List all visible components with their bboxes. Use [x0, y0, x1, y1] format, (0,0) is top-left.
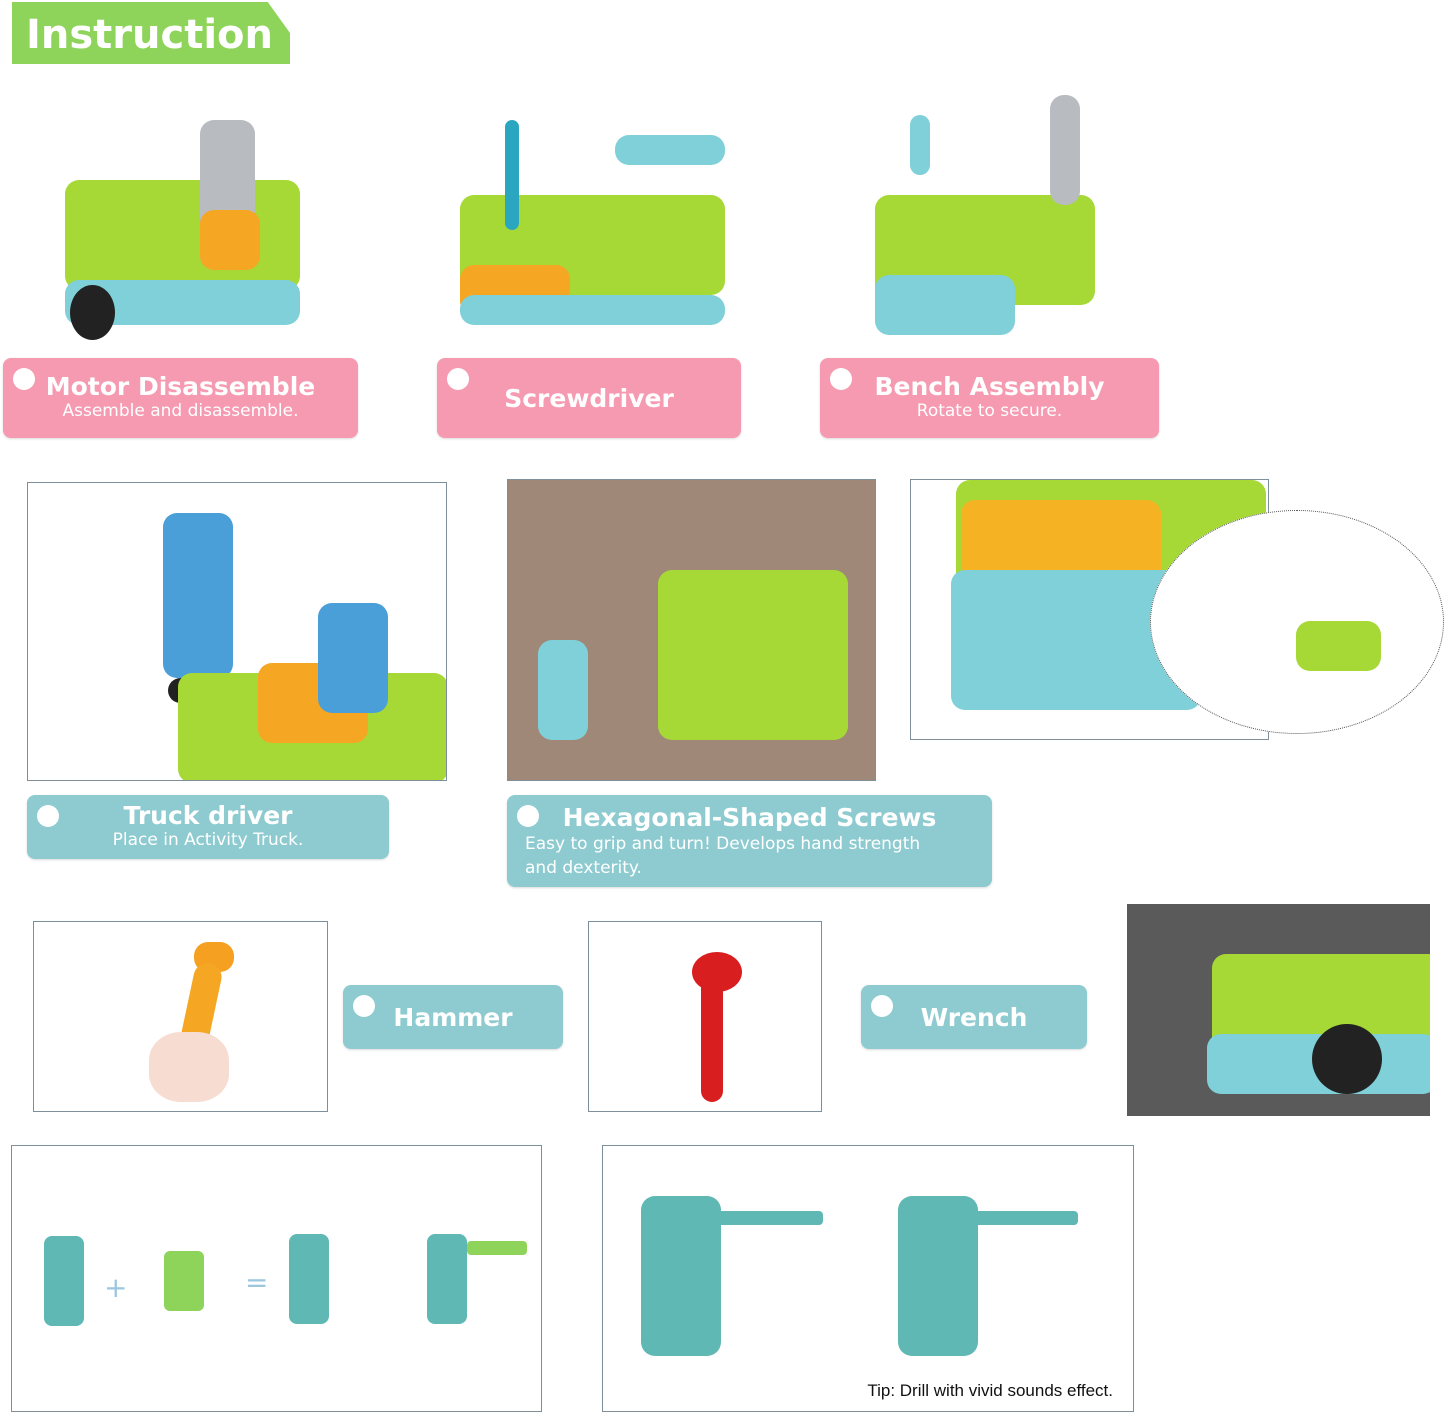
drill-tip-text: Tip: Drill with vivid sounds effect. — [867, 1381, 1113, 1400]
feature-subtitle: Easy to grip and turn! Develops hand str… — [525, 834, 921, 878]
feature-title: Hexagonal-Shaped Screws — [562, 803, 937, 832]
feature-label-hammer: Hammer — [343, 985, 563, 1049]
feature-title: Screwdriver — [504, 384, 674, 413]
feature-title: Hammer — [393, 1003, 513, 1032]
child-pulling-truck-inset — [1150, 510, 1444, 734]
wrench-image — [588, 921, 822, 1112]
hammer-image — [33, 921, 328, 1112]
feature-label-wrench: Wrench — [861, 985, 1087, 1049]
drill-rotation-image: Tip: Drill with vivid sounds effect. — [602, 1145, 1134, 1412]
drill-assembly-image: + = — [11, 1145, 542, 1412]
feature-label-bench-assembly: Bench Assembly Rotate to secure. — [820, 358, 1159, 438]
feature-title: Bench Assembly — [874, 372, 1105, 401]
feature-label-motor-disassemble: Motor Disassemble Assemble and disassemb… — [3, 358, 358, 438]
plus-icon: + — [104, 1271, 128, 1304]
child-playing-photo — [507, 479, 876, 781]
feature-label-hexagonal-screws: Hexagonal-Shaped Screws Easy to grip and… — [507, 795, 992, 887]
banner-title: Instruction — [26, 12, 273, 58]
feature-subtitle: Rotate to secure. — [916, 401, 1063, 421]
feature-title: Motor Disassemble — [45, 372, 316, 401]
bench-assembly-image — [870, 95, 1100, 345]
truck-driver-image — [27, 482, 447, 781]
feature-title: Wrench — [920, 1003, 1028, 1032]
feature-label-truck-driver: Truck driver Place in Activity Truck. — [27, 795, 389, 859]
motor-truck-image — [60, 110, 310, 340]
feature-subtitle: Assemble and disassemble. — [62, 401, 299, 421]
feature-title: Truck driver — [123, 801, 293, 830]
equals-icon: = — [245, 1266, 269, 1299]
truck-headlight-photo — [1127, 904, 1430, 1116]
feature-subtitle: Place in Activity Truck. — [112, 830, 304, 850]
feature-label-screwdriver: Screwdriver — [437, 358, 741, 438]
instruction-banner: Instruction — [12, 2, 290, 64]
screwdriver-truck-image — [455, 115, 730, 335]
